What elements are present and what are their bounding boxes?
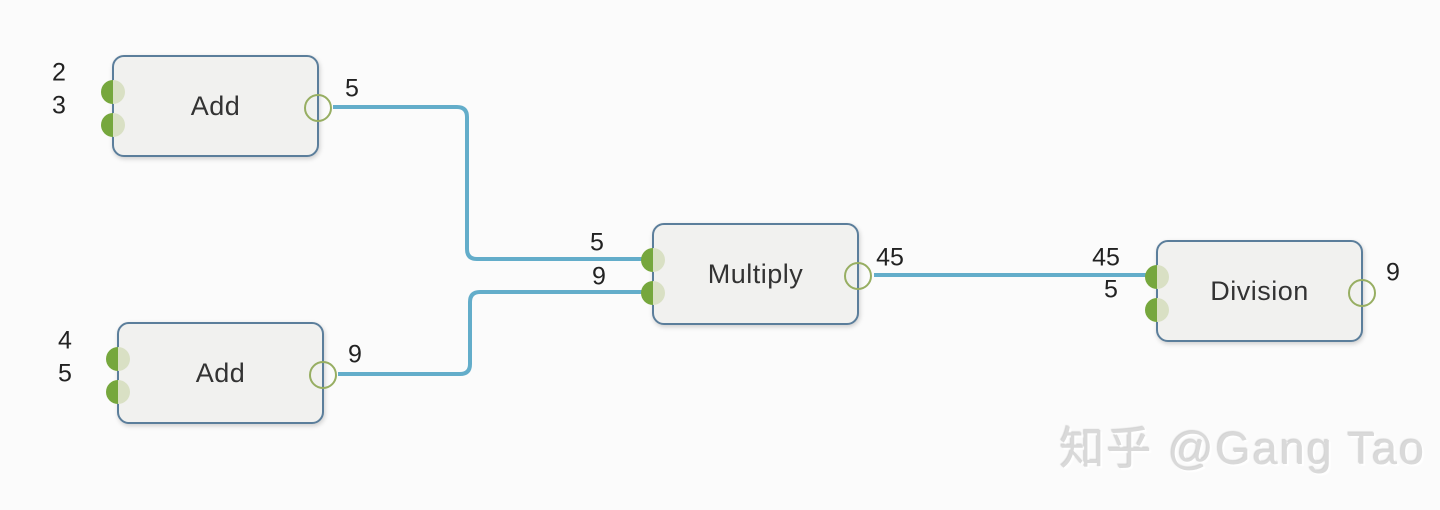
add-1-input-1-value: 2 [52,58,66,87]
node-multiply[interactable]: Multiply [641,223,872,325]
add-2-input-2-value: 5 [58,359,72,388]
node-division[interactable]: Division [1145,240,1376,342]
add-1-input-2-value: 3 [52,91,66,120]
node-add-1-input-port-1[interactable] [101,80,125,104]
node-division-output-port[interactable] [1348,279,1376,307]
node-add-1[interactable]: Add [101,55,332,157]
node-multiply-label: Multiply [707,258,804,289]
multiply-output-value: 45 [876,243,904,272]
edge-add2-to-multiply[interactable] [338,290,647,376]
division-input-2-value: 5 [1104,275,1118,304]
node-multiply-input-port-1[interactable] [641,248,665,272]
node-add-2-output-port[interactable] [309,361,337,389]
node-multiply-output-port[interactable] [844,262,872,290]
node-division-input-port-1[interactable] [1145,265,1169,289]
multiply-input-1-value: 5 [590,228,604,257]
division-input-1-value: 45 [1092,243,1120,272]
node-add-1-output-port[interactable] [304,94,332,122]
node-add-2-label: Add [195,357,246,388]
add-1-output-value: 5 [345,74,359,103]
edge-add1-to-multiply[interactable] [333,105,647,261]
node-add-1-label: Add [190,90,241,121]
node-add-1-input-port-2[interactable] [101,113,125,137]
node-division-label: Division [1210,275,1309,306]
watermark: 知乎 @Gang Tao [1059,423,1426,474]
add-2-output-value: 9 [348,340,362,369]
multiply-input-2-value: 9 [592,262,606,291]
node-multiply-input-port-2[interactable] [641,281,665,305]
node-add-2-input-port-2[interactable] [106,380,130,404]
add-2-input-1-value: 4 [58,326,72,355]
division-output-value: 9 [1386,258,1400,287]
node-division-input-port-2[interactable] [1145,298,1169,322]
node-add-2[interactable]: Add [106,322,337,424]
node-add-2-input-port-1[interactable] [106,347,130,371]
